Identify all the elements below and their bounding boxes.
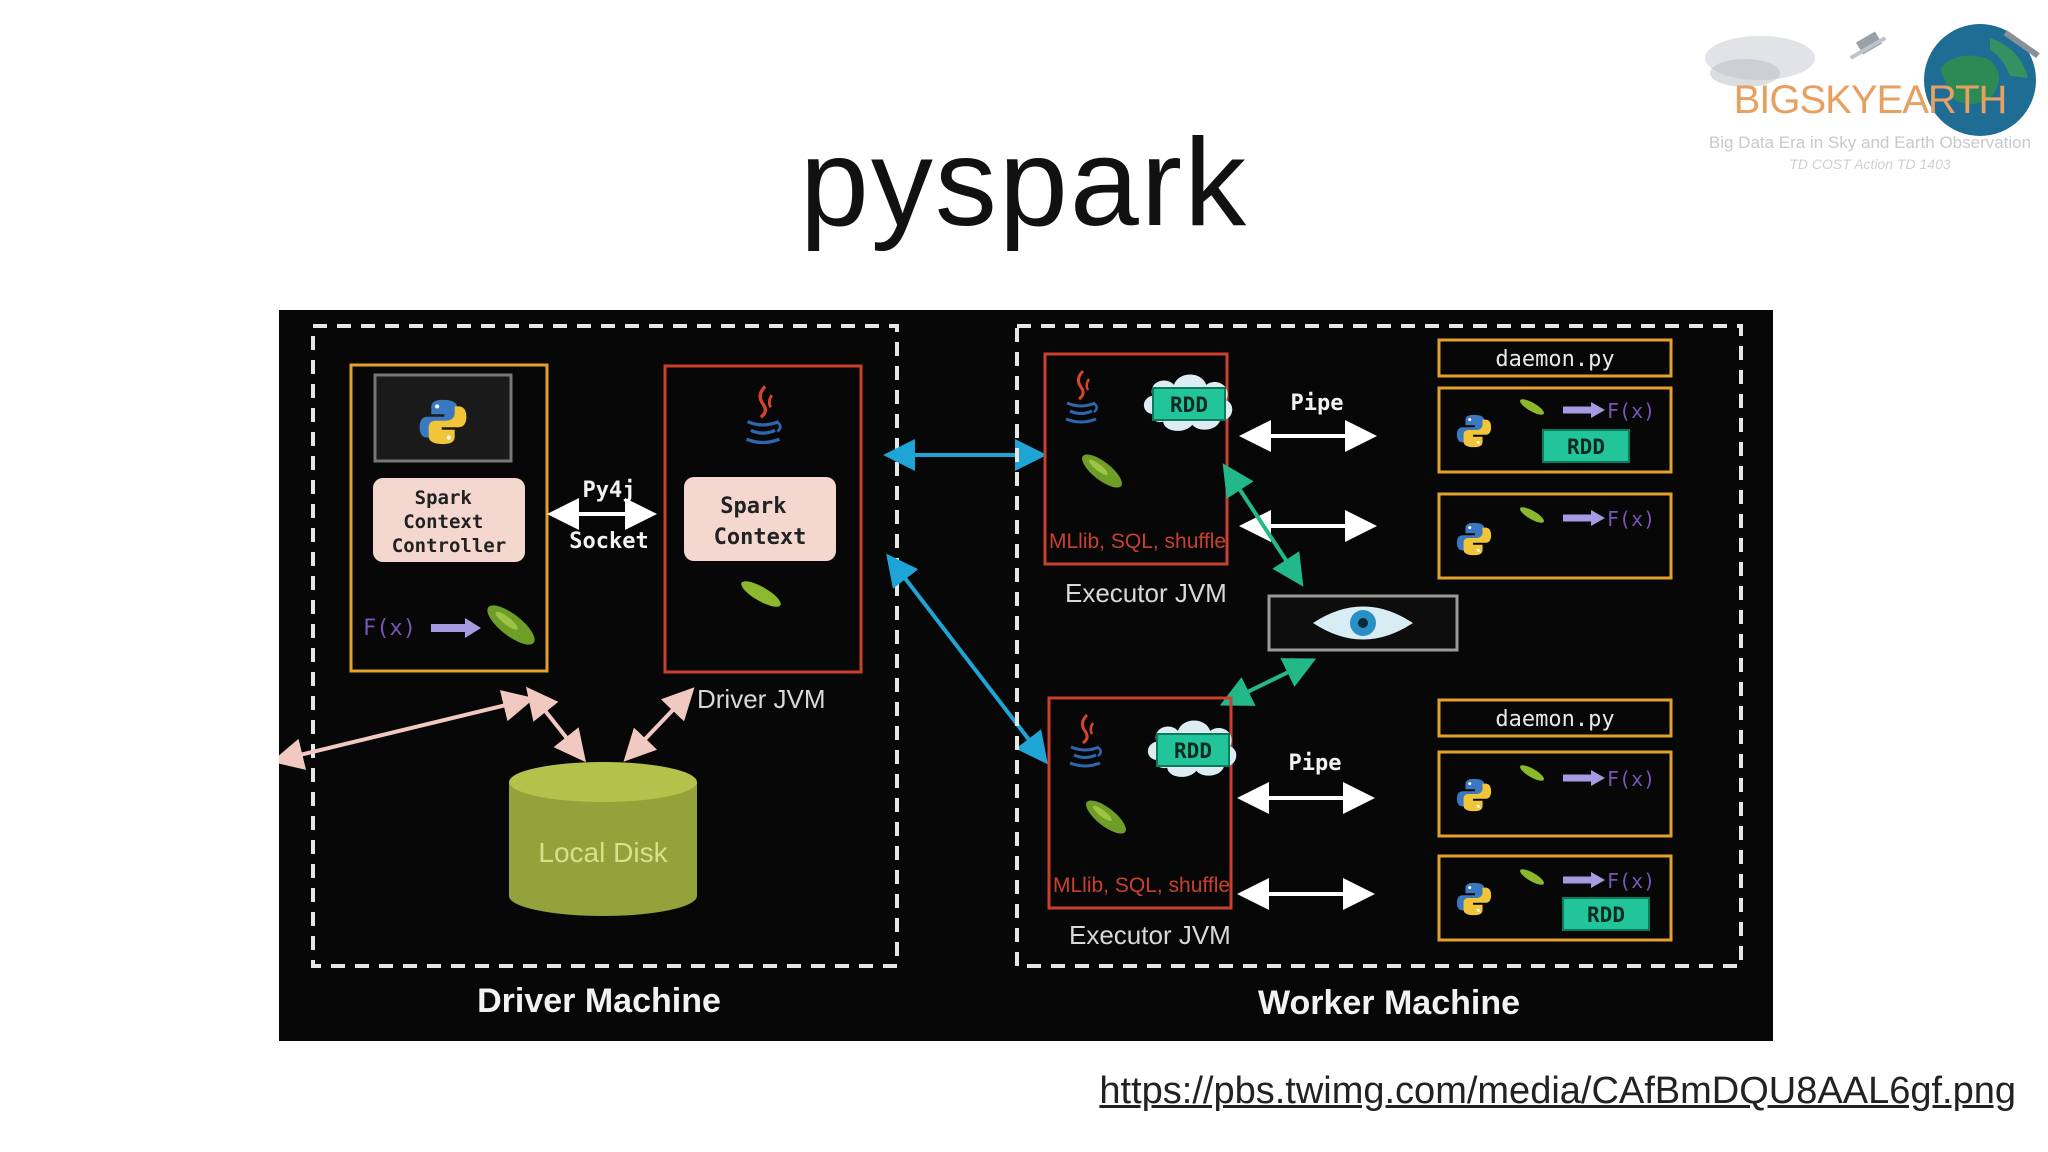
worker-1a-rdd-box [1542,429,1630,463]
scc-line-1: Spark [415,487,473,509]
source-link[interactable]: https://pbs.twimg.com/media/CAfBmDQU8AAL… [1099,1070,2016,1112]
worker-machine-border [1015,324,1743,968]
executor-1-label: Executor JVM [1065,578,1227,608]
socket-label: Socket [569,529,648,554]
executor-2-rdd-label: RDD [1174,739,1212,763]
scc-line-2: Context [403,511,483,533]
driver-fx-label: F(x) [363,616,416,641]
local-disk-body [509,782,697,916]
eye-pupil [1358,618,1368,628]
spark-context-controller-box [373,478,525,562]
python-worker-1b: F(x) [1437,492,1673,580]
worker-1b-fx: F(x) [1607,507,1655,531]
worker-2a-fx: F(x) [1607,767,1655,791]
daemon-2-box [1437,698,1673,738]
sc-line-2: Context [714,525,807,550]
worker-1b-box [1437,492,1673,580]
executor-2-label: Executor JVM [1069,920,1231,950]
worker-machine-label: Worker Machine [1258,984,1520,1022]
daemon-2-label: daemon.py [1495,707,1614,732]
spark-context-controller-label: Spark Context Controller [392,487,506,557]
executor-1-rdd-box [1152,387,1226,421]
executor-2-rdd-box [1156,733,1230,767]
spark-context-label: Spark Context [714,494,807,550]
worker-2b-fx-arrowhead [1591,872,1605,888]
worker-2a-fx-arrowhead [1591,770,1605,786]
worker-2b-rdd-box [1562,897,1650,931]
pyspark-architecture-diagram: Driver Machine Spark Context Controller … [279,310,1773,1041]
pipe-1-label: Pipe [1291,391,1344,416]
bigskyearth-logo: BIGSKYEARTH Big Data Era in Sky and Eart… [1690,18,2048,178]
worker-1a-box [1437,386,1673,474]
driver-jvm-label: Driver JVM [697,684,826,714]
spark-context-box [684,477,836,561]
executor-1-rdd-label: RDD [1170,393,1208,417]
logo-graphic [1705,24,2040,136]
python-worker-2b: F(x) RDD [1437,854,1673,942]
sc-line-1: Spark [720,494,786,519]
executor-2-libs: MLlib, SQL, shuffle [1053,874,1230,897]
executor-1-monitor-arrow [1222,463,1304,587]
daemon-1-box [1437,338,1673,378]
executor-1-libs: MLlib, SQL, shuffle [1049,530,1226,553]
driver-machine-border [311,324,899,968]
driver-fx-arrowhead [465,618,481,638]
scc-line-3: Controller [392,535,506,557]
worker-2b-rdd: RDD [1587,903,1625,927]
driver-machine-label: Driver Machine [477,982,721,1020]
executor-jvm-2: RDD MLlib, SQL, shuffle Executor JVM [1047,696,1237,950]
python-worker-1a: F(x) RDD [1437,386,1673,474]
worker-1a-fx: F(x) [1607,399,1655,423]
py4j-label: Py4j [583,478,636,503]
disk-arrow-right [623,687,695,762]
local-disk-top [509,762,697,802]
executor-1-box [1043,352,1229,566]
worker-1a-fx-arrowhead [1591,402,1605,418]
worker-2b-fx: F(x) [1607,869,1655,893]
daemon-1-label: daemon.py [1495,347,1614,372]
local-disk-label: Local Disk [538,837,668,868]
disk-arrow-left [279,690,535,770]
monitor-box [1267,594,1459,652]
logo-tagline: Big Data Era in Sky and Earth Observatio… [1708,133,2032,152]
worker-2a-box [1437,750,1673,838]
python-worker-2a: F(x) [1437,750,1673,838]
worker-1a-rdd: RDD [1567,435,1605,459]
slide-title: pyspark [799,114,1249,252]
executor-2-box [1047,696,1233,910]
worker-1b-fx-arrowhead [1591,510,1605,526]
executor-2-monitor-arrow [1219,658,1317,706]
disk-arrow-left-2 [526,686,586,763]
logo-subline: TD COST Action TD 1403 [1789,156,1951,172]
logo-wordmark: BIGSKYEARTH [1733,78,2008,122]
executor-jvm-1: RDD MLlib, SQL, shuffle Executor JVM [1043,352,1233,608]
pipe-2-label: Pipe [1289,751,1342,776]
driver-jvm-box [663,364,863,674]
worker-2b-box [1437,854,1673,942]
